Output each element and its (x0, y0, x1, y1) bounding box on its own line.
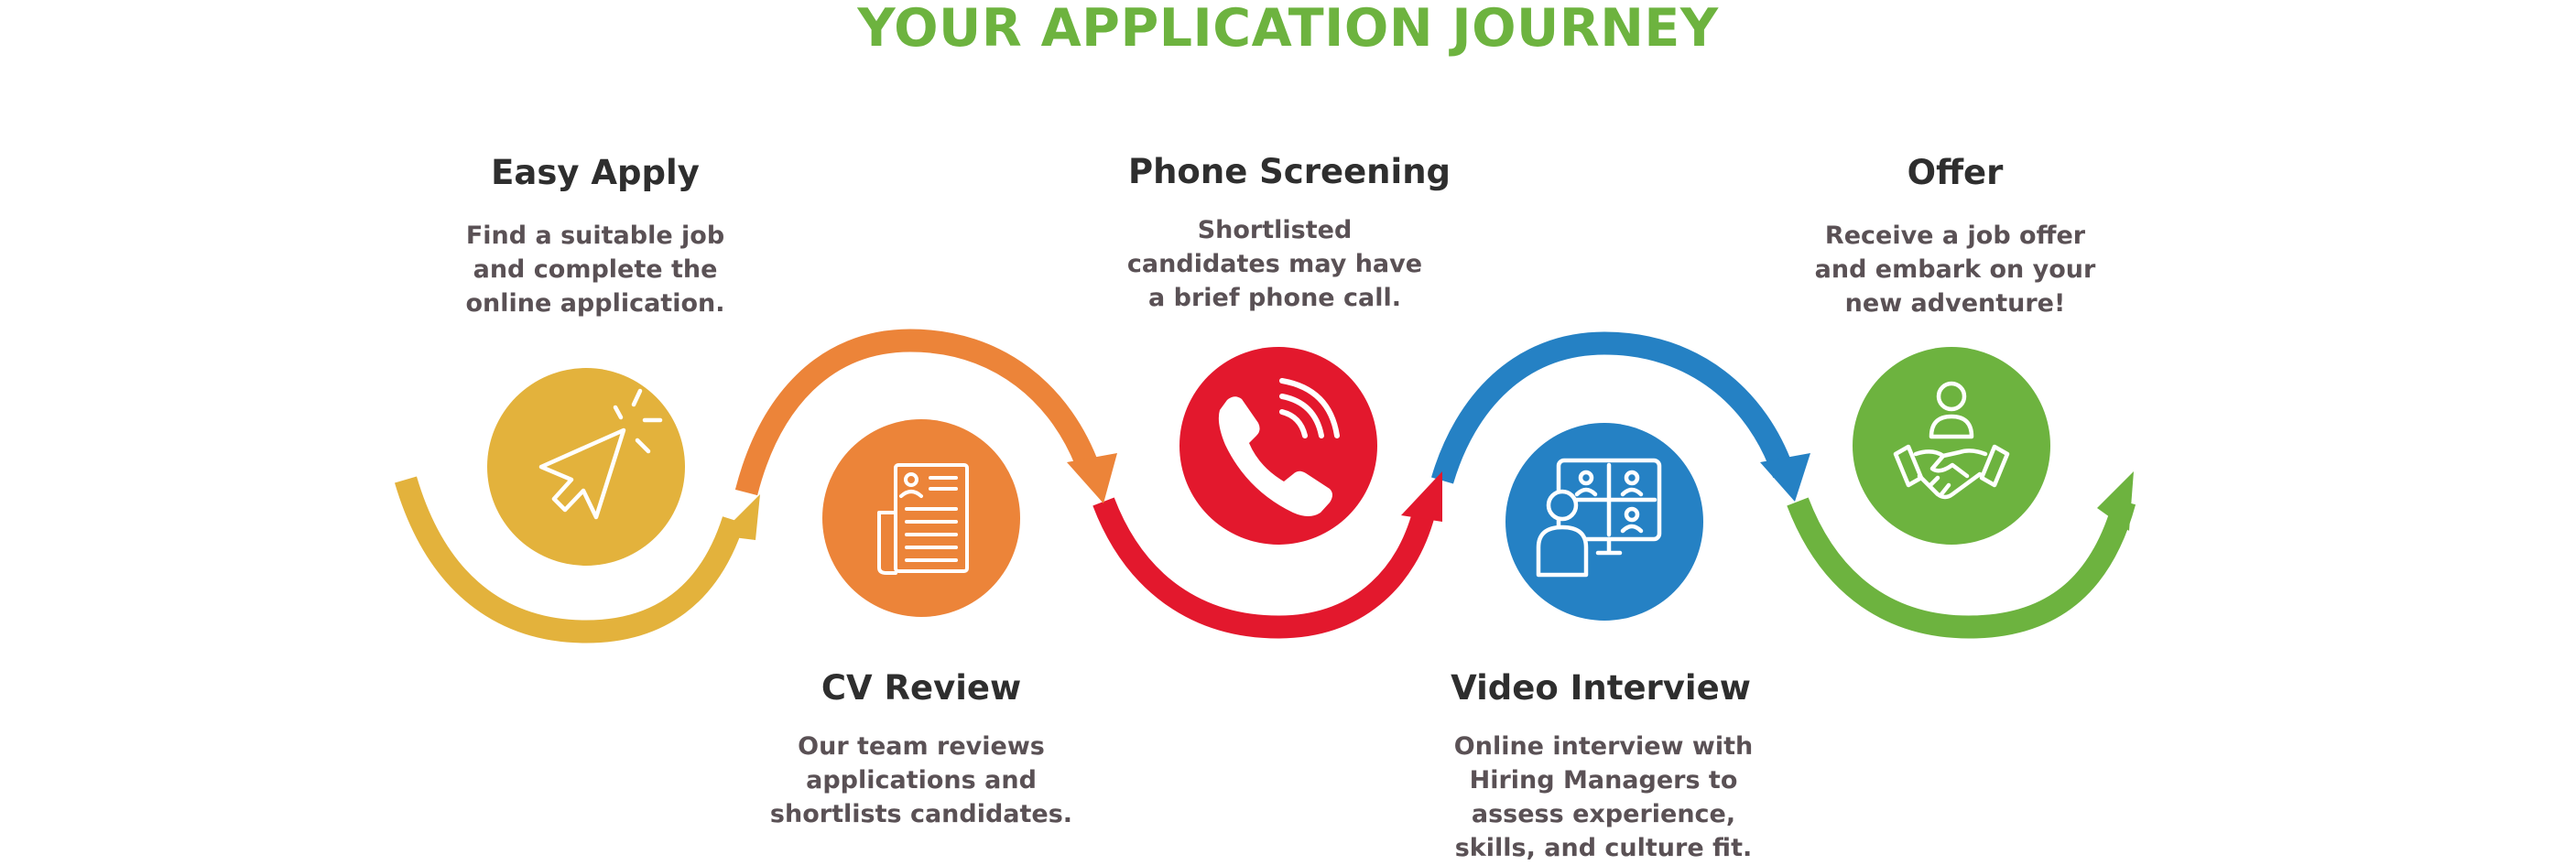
step-video-interview-title: Video Interview (1451, 668, 1751, 708)
description-line: skills, and culture fit. (1454, 834, 1753, 862)
step-easy-apply-description: Find a suitable job and complete the onl… (412, 219, 778, 320)
description-line: Receive a job offer (1824, 222, 2086, 250)
path-segment-phone-screening (1092, 497, 1436, 639)
step-offer-badge (1853, 347, 2050, 545)
description-line: shortlists candidates. (769, 800, 1073, 828)
step-phone-screening-description: Shortlisted candidates may have a brief … (1092, 213, 1458, 315)
description-line: online application. (465, 289, 725, 318)
journey-path (395, 329, 2136, 643)
description-line: and complete the (473, 255, 718, 284)
description-line: a brief phone call. (1148, 284, 1401, 312)
arrowhead-video-interview (1760, 453, 1810, 502)
step-cv-review-badge (822, 419, 1020, 617)
path-segment-cv-review (734, 329, 1101, 496)
step-cv-review-title: CV Review (821, 668, 1022, 708)
description-line: Our team reviews (798, 732, 1045, 761)
description-line: Find a suitable job (465, 222, 725, 250)
arrowhead-easy-apply (719, 494, 760, 540)
description-line: Online interview with (1453, 732, 1754, 761)
video-call-icon (1536, 458, 1662, 578)
step-easy-apply-title: Easy Apply (491, 153, 700, 192)
arrowhead-phone-screening (1401, 471, 1442, 522)
description-line: assess experience, (1471, 800, 1736, 828)
phone-icon (1218, 378, 1340, 516)
arrowhead-cv-review (1067, 453, 1117, 503)
description-line: Hiring Managers to (1469, 766, 1738, 795)
step-offer-title: Offer (1907, 153, 2004, 192)
description-line: candidates may have (1126, 250, 1423, 278)
arrowhead-offer (2097, 471, 2134, 531)
step-offer-description: Receive a job offer and embark on your n… (1772, 219, 2138, 320)
cursor-click-icon (538, 388, 663, 520)
page-title: YOUR APPLICATION JOURNEY (857, 0, 1719, 59)
journey-arrowheads (719, 453, 2134, 540)
description-line: new adventure! (1844, 289, 2066, 318)
path-segment-video-interview (1431, 331, 1795, 484)
step-video-interview-badge (1505, 423, 1703, 621)
handshake-icon (1893, 381, 2010, 500)
description-line: and embark on your (1814, 255, 2096, 284)
document-icon (877, 463, 969, 575)
step-cv-review-description: Our team reviews applications and shortl… (738, 730, 1104, 831)
step-phone-screening-title: Phone Screening (1127, 152, 1451, 191)
path-segment-easy-apply (395, 476, 745, 643)
step-easy-apply-badge (487, 368, 685, 566)
step-video-interview-description: Online interview with Hiring Managers to… (1420, 730, 1787, 865)
path-segment-offer (1787, 497, 2136, 639)
description-line: Shortlisted (1197, 216, 1353, 244)
description-line: applications and (806, 766, 1037, 795)
step-phone-screening-badge (1179, 347, 1377, 545)
